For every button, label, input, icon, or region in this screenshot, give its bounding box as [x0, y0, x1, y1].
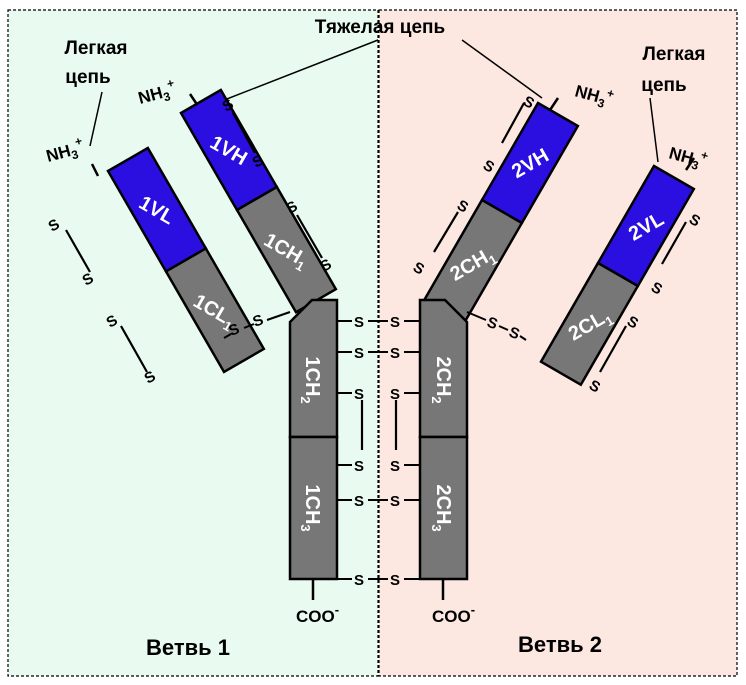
svg-text:S: S	[390, 458, 400, 475]
domain-2CH2	[418, 298, 469, 439]
svg-text:S: S	[354, 345, 364, 362]
svg-text:S: S	[390, 386, 400, 403]
light-chain-left-label-1: Легкая	[65, 38, 128, 59]
domain-1CH2	[288, 298, 339, 439]
svg-text:2CH3: 2CH3	[429, 484, 454, 531]
svg-text:S: S	[354, 458, 364, 475]
svg-text:1CH3: 1CH3	[298, 484, 323, 531]
domain-1CH3	[288, 435, 339, 581]
light-heavy-disulfide-right: S S	[466, 311, 527, 343]
light-chain-left-label-2: цепь	[65, 67, 110, 88]
coo-right: COO-	[432, 602, 475, 626]
svg-text:S: S	[390, 493, 400, 510]
svg-text:NH3+: NH3+	[666, 140, 710, 175]
svg-text:NH3+: NH3+	[135, 76, 179, 111]
coo-left: COO-	[296, 602, 339, 626]
domain-2CL	[539, 261, 640, 387]
svg-text:S: S	[390, 572, 400, 589]
branch2-label: Ветвь 2	[518, 632, 602, 657]
nh3-right-light: NH3+	[666, 140, 710, 175]
svg-text:2CH2: 2CH2	[429, 356, 454, 403]
branch1-label: Ветвь 1	[146, 635, 230, 660]
svg-text:1CH2: 1CH2	[298, 356, 323, 403]
heavy-chain-label: Тяжелая цепь	[315, 17, 445, 38]
svg-text:S: S	[354, 572, 364, 589]
svg-text:S: S	[354, 386, 364, 403]
intrachain-disulfides	[65, 102, 687, 450]
hinge-disulfides: S S S S S S S S S S S S	[337, 314, 420, 589]
svg-text:S: S	[390, 314, 400, 331]
light-chain-right-label-2: цепь	[641, 75, 686, 96]
svg-text:S: S	[390, 345, 400, 362]
nh3-left-heavy: NH3+	[135, 76, 179, 111]
domain-2CH3	[418, 435, 469, 581]
light-chain-right-label-1: Легкая	[643, 44, 706, 65]
svg-text:S: S	[354, 314, 364, 331]
domain-1CL	[164, 246, 266, 374]
svg-text:S: S	[354, 493, 364, 510]
